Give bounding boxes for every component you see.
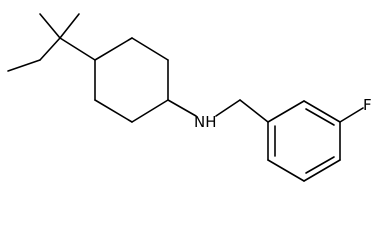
aryl-double-bond-2: [305, 156, 335, 174]
ring-bond-1: [94, 37, 133, 61]
ring-bond-5: [94, 99, 133, 123]
aryl-double-bond-1: [305, 108, 335, 126]
tert-pentyl-group: [7, 13, 96, 72]
cyclohexane-ring: [94, 37, 169, 123]
bond-c-f: [339, 107, 364, 123]
ring-bond-4: [131, 99, 169, 123]
ring-bond-2: [131, 37, 169, 61]
bond-methyl-b: [59, 13, 80, 39]
fluorine-label: F: [363, 96, 372, 114]
bond-ethyl-1: [39, 37, 61, 61]
aryl-bond-1: [267, 100, 305, 123]
aryl-bond-5: [267, 159, 305, 182]
bond-methyl-a: [39, 13, 61, 39]
aryl-bond-2: [303, 100, 341, 123]
structure-diagram: NH F: [7, 13, 372, 182]
fluorophenyl-ring: [267, 100, 364, 182]
bond-n-to-ch2: [215, 99, 241, 117]
bond-ethyl-2: [7, 59, 41, 72]
amine-linkage: [167, 99, 269, 123]
bond-ring-to-n: [167, 99, 197, 117]
nitrogen-label: NH: [194, 113, 217, 131]
bond-quaternary-to-ring: [59, 37, 96, 61]
bond-ch2-to-aryl: [239, 99, 269, 123]
aryl-bond-4: [303, 159, 341, 182]
